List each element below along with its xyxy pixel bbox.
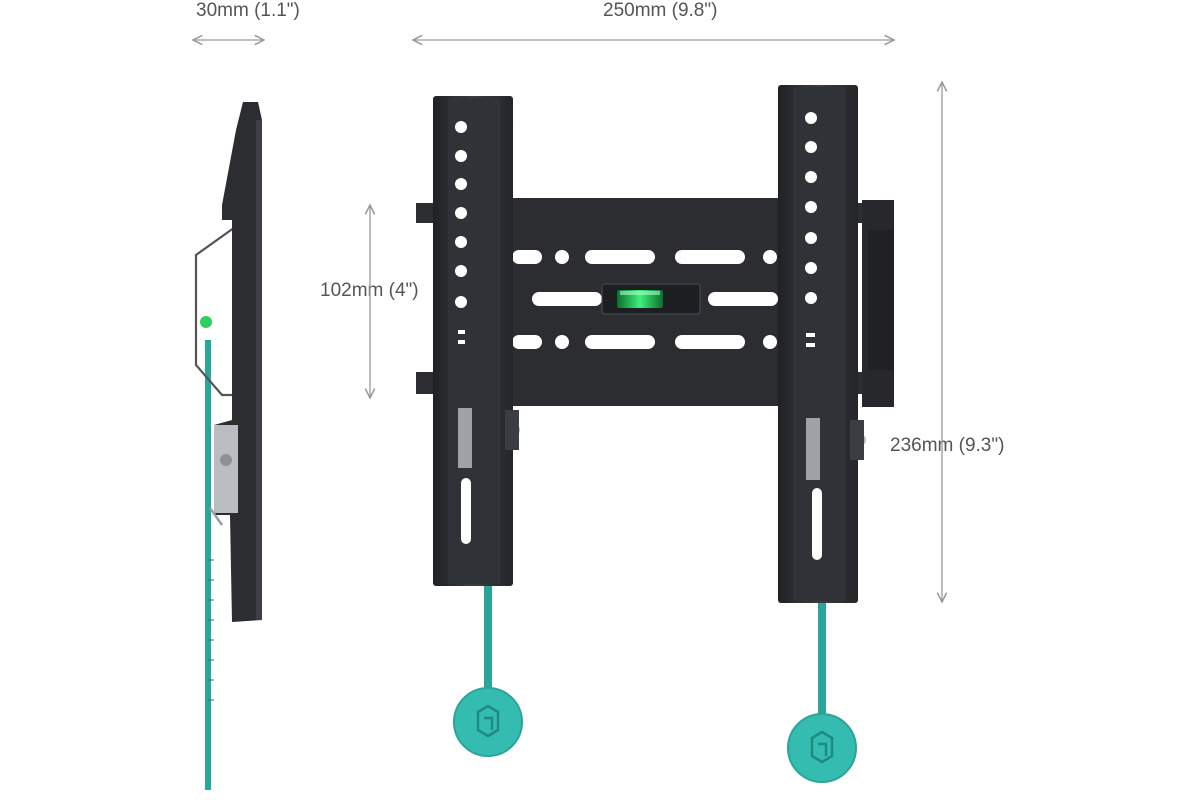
side-pull-strap xyxy=(205,340,211,790)
side-tilt-wire xyxy=(194,224,239,397)
side-latch-hook xyxy=(208,507,224,526)
cube-logo-icon xyxy=(810,730,834,764)
side-level-bubble xyxy=(200,316,212,328)
side-strap-ticks xyxy=(208,559,214,701)
left-pull-tab xyxy=(453,687,523,757)
left-vertical-arm xyxy=(433,96,520,586)
side-screw xyxy=(220,454,232,466)
left-arm-holes xyxy=(455,121,471,544)
left-arm-latch xyxy=(458,408,472,468)
right-arm-latch xyxy=(806,418,820,480)
cube-logo-icon xyxy=(476,704,500,738)
depth-dimension-label: 30mm (1.1") xyxy=(196,0,300,21)
width-dimension-label: 250mm (9.8") xyxy=(603,0,718,21)
right-pull-strap xyxy=(818,598,826,728)
side-edge xyxy=(256,120,262,620)
side-profile xyxy=(214,102,262,622)
dimension-arrows xyxy=(193,40,942,602)
side-view xyxy=(194,102,262,790)
wall-plate xyxy=(416,198,894,407)
right-vertical-arm xyxy=(778,85,866,603)
wall-plate-slots xyxy=(512,250,778,349)
front-view xyxy=(416,85,894,783)
left-pull-strap xyxy=(484,585,492,715)
right-pull-tab xyxy=(787,713,857,783)
right-arm-holes xyxy=(805,112,822,560)
side-latch-plate xyxy=(214,425,238,513)
